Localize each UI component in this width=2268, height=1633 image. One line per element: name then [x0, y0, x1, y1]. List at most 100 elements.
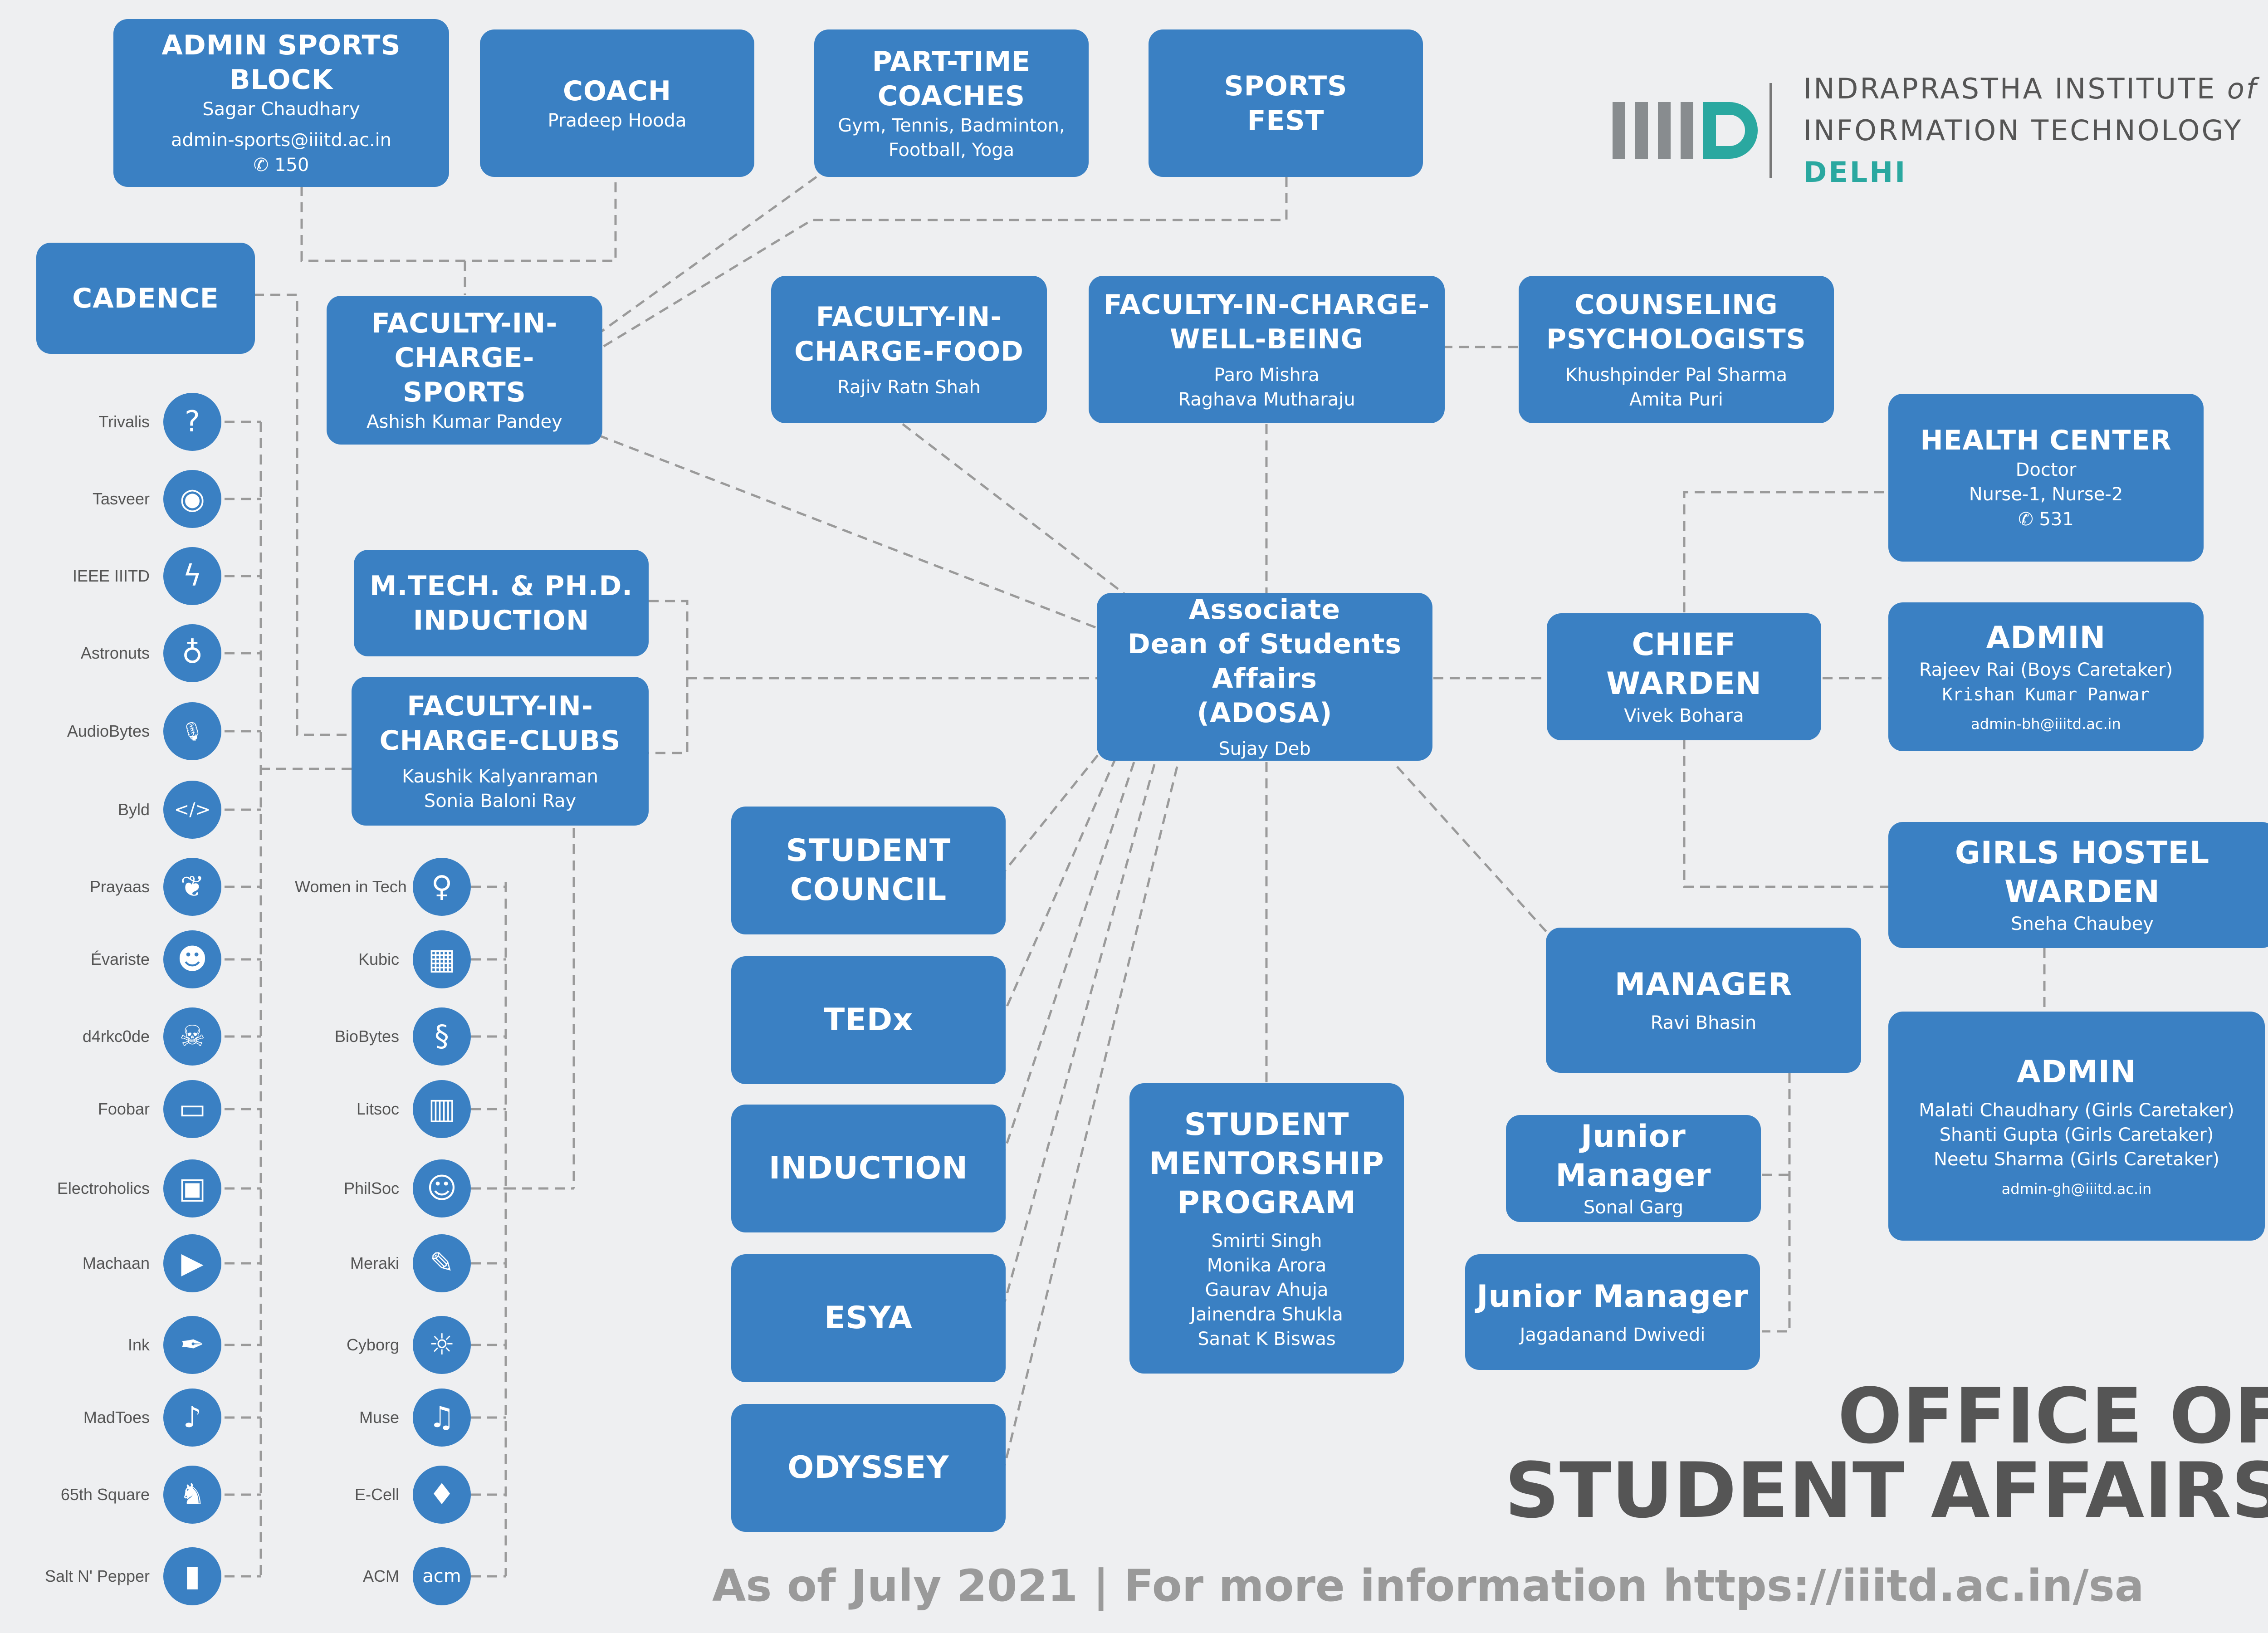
club-item[interactable]: Salt N' Pepper▮: [0, 1547, 221, 1605]
phone-icon: ✆: [2018, 509, 2039, 530]
club-item[interactable]: Foobar▭: [0, 1080, 221, 1138]
club-item[interactable]: 65th Square♞: [0, 1466, 221, 1524]
club-label: Salt N' Pepper: [45, 1567, 150, 1585]
box-title: HEALTH CENTER: [1920, 425, 2172, 456]
admin-boys-hostel-box[interactable]: ADMIN Rajeev Rai (Boys Caretaker) Krisha…: [1888, 602, 2204, 751]
club-item[interactable]: Trivalis?: [0, 393, 221, 451]
student-council-box[interactable]: STUDENT COUNCIL: [731, 807, 1006, 934]
book-icon: ▥: [413, 1080, 471, 1138]
box-person: Rajiv Ratn Shah: [837, 376, 981, 398]
fic-food-box[interactable]: FACULTY-IN- CHARGE-FOOD Rajiv Ratn Shah: [771, 276, 1047, 423]
camera-icon: ◉: [163, 470, 221, 528]
box-person: Malati Chaudhary (Girls Caretaker) Shant…: [1919, 1100, 2234, 1170]
club-label: d4rkc0de: [82, 1027, 150, 1046]
email-link[interactable]: admin-gh@iiitd.ac.in: [2001, 1180, 2152, 1198]
club-label: Electroholics: [57, 1179, 150, 1198]
lightning-icon: ϟ: [163, 547, 221, 605]
manager-box[interactable]: MANAGER Ravi Bhasin: [1546, 928, 1861, 1073]
club-item[interactable]: Ink✒: [0, 1316, 221, 1374]
club-label: Women in Tech: [295, 877, 407, 896]
box-person: Khushpinder Pal Sharma Amita Puri: [1565, 364, 1788, 410]
email-link[interactable]: admin-bh@iiitd.ac.in: [1971, 715, 2121, 733]
cadence-box[interactable]: CADENCE: [36, 243, 255, 354]
club-item[interactable]: Cyborg ☼: [295, 1316, 471, 1374]
club-item[interactable]: Évariste ☻: [0, 930, 221, 988]
box-person: Krishan Kumar Panwar: [1942, 684, 2150, 704]
club-item[interactable]: Kubic▦: [295, 930, 471, 988]
acm-icon: acm: [413, 1547, 471, 1605]
box-title: MANAGER: [1614, 967, 1793, 1002]
club-item[interactable]: Litsoc▥: [295, 1080, 471, 1138]
club-item[interactable]: Tasveer ◉: [0, 470, 221, 528]
fic-sports-box[interactable]: FACULTY-IN- CHARGE-SPORTS Ashish Kumar P…: [327, 296, 602, 445]
box-title: STUDENT MENTORSHIP PROGRAM: [1149, 1107, 1384, 1221]
mtech-phd-induction-box[interactable]: M.TECH. & PH.D. INDUCTION: [354, 550, 649, 656]
club-item[interactable]: Muse♫: [295, 1389, 471, 1447]
microphone-icon: 🎙: [163, 702, 221, 760]
club-item[interactable]: Meraki✎: [295, 1234, 471, 1292]
induction-box[interactable]: INDUCTION: [731, 1105, 1006, 1232]
club-label: Cyborg: [346, 1335, 399, 1354]
adosa-box[interactable]: Associate Dean of Students Affairs (ADOS…: [1097, 593, 1432, 761]
girls-hostel-warden-box[interactable]: GIRLS HOSTEL WARDEN Sneha Chaubey: [1888, 822, 2268, 948]
tedx-box[interactable]: TEDx: [731, 956, 1006, 1084]
coach-box[interactable]: COACH Pradeep Hooda: [480, 29, 754, 177]
club-item[interactable]: Astronuts♁: [0, 624, 221, 682]
email-link[interactable]: admin-sports@iiitd.ac.in: [171, 130, 392, 151]
connector-line: [1762, 1073, 1791, 1333]
video-camera-icon: ▶: [163, 1234, 221, 1292]
box-title: ADMIN: [2017, 1054, 2136, 1090]
paintbrush-icon: ✎: [413, 1234, 471, 1292]
club-label: Foobar: [98, 1100, 150, 1118]
box-person: Sagar Chaudhary: [202, 99, 360, 120]
box-title: INDUCTION: [768, 1150, 968, 1186]
club-item[interactable]: Electroholics▣: [0, 1159, 221, 1217]
robot-icon: ☼: [413, 1316, 471, 1374]
admin-sports-block-box[interactable]: ADMIN SPORTS BLOCK Sagar Chaudhary admin…: [113, 19, 449, 187]
counseling-psychologists-box[interactable]: COUNSELING PSYCHOLOGISTS Khushpinder Pal…: [1519, 276, 1834, 423]
chief-warden-box[interactable]: CHIEF WARDEN Vivek Bohara: [1547, 613, 1821, 740]
box-title: Associate Dean of Students Affairs (ADOS…: [1127, 594, 1402, 729]
part-time-coaches-box[interactable]: PART-TIME COACHES Gym, Tennis, Badminton…: [814, 29, 1089, 177]
connector-line: [598, 177, 1288, 351]
fic-clubs-box[interactable]: FACULTY-IN- CHARGE-CLUBS Kaushik Kalyanr…: [352, 677, 649, 826]
admin-girls-hostel-box[interactable]: ADMIN Malati Chaudhary (Girls Caretaker)…: [1888, 1012, 2265, 1241]
junior-manager-2-box[interactable]: Junior Manager Jagadanand Dwivedi: [1465, 1254, 1760, 1370]
sports-fest-box[interactable]: SPORTS FEST: [1149, 29, 1423, 177]
club-item[interactable]: d4rkc0de☠: [0, 1007, 221, 1066]
box-person: Jagadanand Dwivedi: [1520, 1324, 1706, 1345]
odyssey-box[interactable]: ODYSSEY: [731, 1404, 1006, 1532]
club-item[interactable]: PhilSoc☺: [295, 1159, 471, 1217]
connector-line: [300, 177, 617, 262]
junior-manager-1-box[interactable]: Junior Manager Sonal Garg: [1506, 1115, 1761, 1222]
club-item[interactable]: Byld</>: [0, 781, 221, 839]
connector-line: [1003, 762, 1135, 1150]
box-person: Paro Mishra Raghava Mutharaju: [1178, 364, 1355, 410]
esya-box[interactable]: ESYA: [731, 1254, 1006, 1382]
club-item[interactable]: Machaan▶: [0, 1234, 221, 1292]
club-label: E-Cell: [354, 1485, 399, 1504]
club-label: Tasveer: [92, 489, 150, 508]
club-item[interactable]: E-Cell♦: [295, 1466, 471, 1524]
health-center-box[interactable]: HEALTH CENTER Doctor Nurse-1, Nurse-2 ✆ …: [1888, 394, 2204, 562]
club-item[interactable]: AudioBytes🎙: [0, 702, 221, 760]
connector-line: [1003, 766, 1178, 1466]
club-item[interactable]: ACM acm: [295, 1547, 471, 1605]
student-mentorship-program-box[interactable]: STUDENT MENTORSHIP PROGRAM Smirti Singh …: [1129, 1083, 1404, 1374]
club-label: Évariste: [90, 950, 150, 968]
fic-wellbeing-box[interactable]: FACULTY-IN-CHARGE- WELL-BEING Paro Mishr…: [1089, 276, 1445, 423]
group-icon: ☻: [163, 930, 221, 988]
club-label: ACM: [363, 1567, 399, 1585]
dancers-icon: ♪: [163, 1389, 221, 1447]
club-item[interactable]: BioBytes§: [295, 1007, 471, 1066]
iiitd-logo-mark: [1613, 92, 1758, 169]
box-person: Sonal Garg: [1583, 1197, 1684, 1218]
club-item[interactable]: MadToes♪: [0, 1389, 221, 1447]
box-title: PART-TIME COACHES: [872, 45, 1031, 112]
club-item[interactable]: Women in Tech♀: [295, 858, 471, 916]
connector-line: [1003, 764, 1156, 1302]
club-label: Trivalis: [98, 412, 150, 431]
club-item[interactable]: Prayaas❦: [0, 858, 221, 916]
